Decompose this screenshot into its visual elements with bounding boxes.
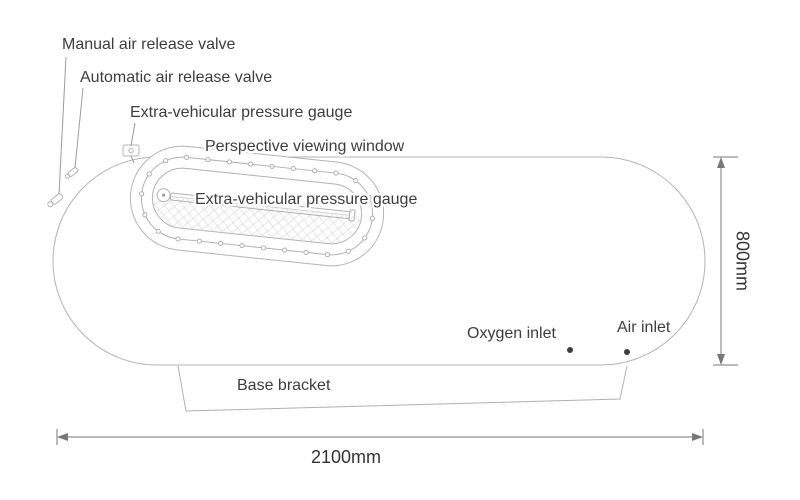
oxygen-inlet-dot	[567, 347, 573, 353]
manual-valve-icon	[47, 193, 64, 208]
dimension-height-text: 800mm	[732, 231, 752, 291]
window-hatch	[149, 195, 362, 247]
leader-manual-valve	[58, 56, 67, 195]
automatic-valve-icon	[64, 167, 79, 179]
label-perspective-viewing-window: Perspective viewing window	[205, 138, 405, 155]
label-automatic-air-release-valve: Automatic air release valve	[80, 69, 272, 86]
dimension-height: 800mm	[713, 156, 752, 366]
label-manual-air-release-valve: Manual air release valve	[62, 36, 236, 53]
viewing-window	[129, 145, 385, 267]
dimension-length: 2100mm	[56, 429, 704, 467]
label-extra-vehicular-pressure-gauge-top: Extra-vehicular pressure gauge	[130, 104, 352, 121]
leader-gauge-top	[130, 122, 136, 147]
dimension-length-text: 2100mm	[311, 447, 381, 467]
label-extra-vehicular-pressure-gauge-inner: Extra-vehicular pressure gauge	[195, 191, 417, 208]
gauge-tube-endcap	[348, 209, 356, 222]
exterior-gauge-fitting	[122, 144, 140, 164]
air-inlet-dot	[624, 349, 630, 355]
leader-automatic-valve	[74, 87, 84, 169]
gauge-tube-line	[170, 196, 350, 216]
label-base-bracket: Base bracket	[237, 377, 331, 394]
label-oxygen-inlet: Oxygen inlet	[467, 325, 556, 342]
label-air-inlet: Air inlet	[617, 319, 671, 336]
window-bolts	[139, 154, 375, 258]
gauge-dial-center	[162, 193, 166, 197]
base-bracket-shape	[177, 365, 628, 412]
